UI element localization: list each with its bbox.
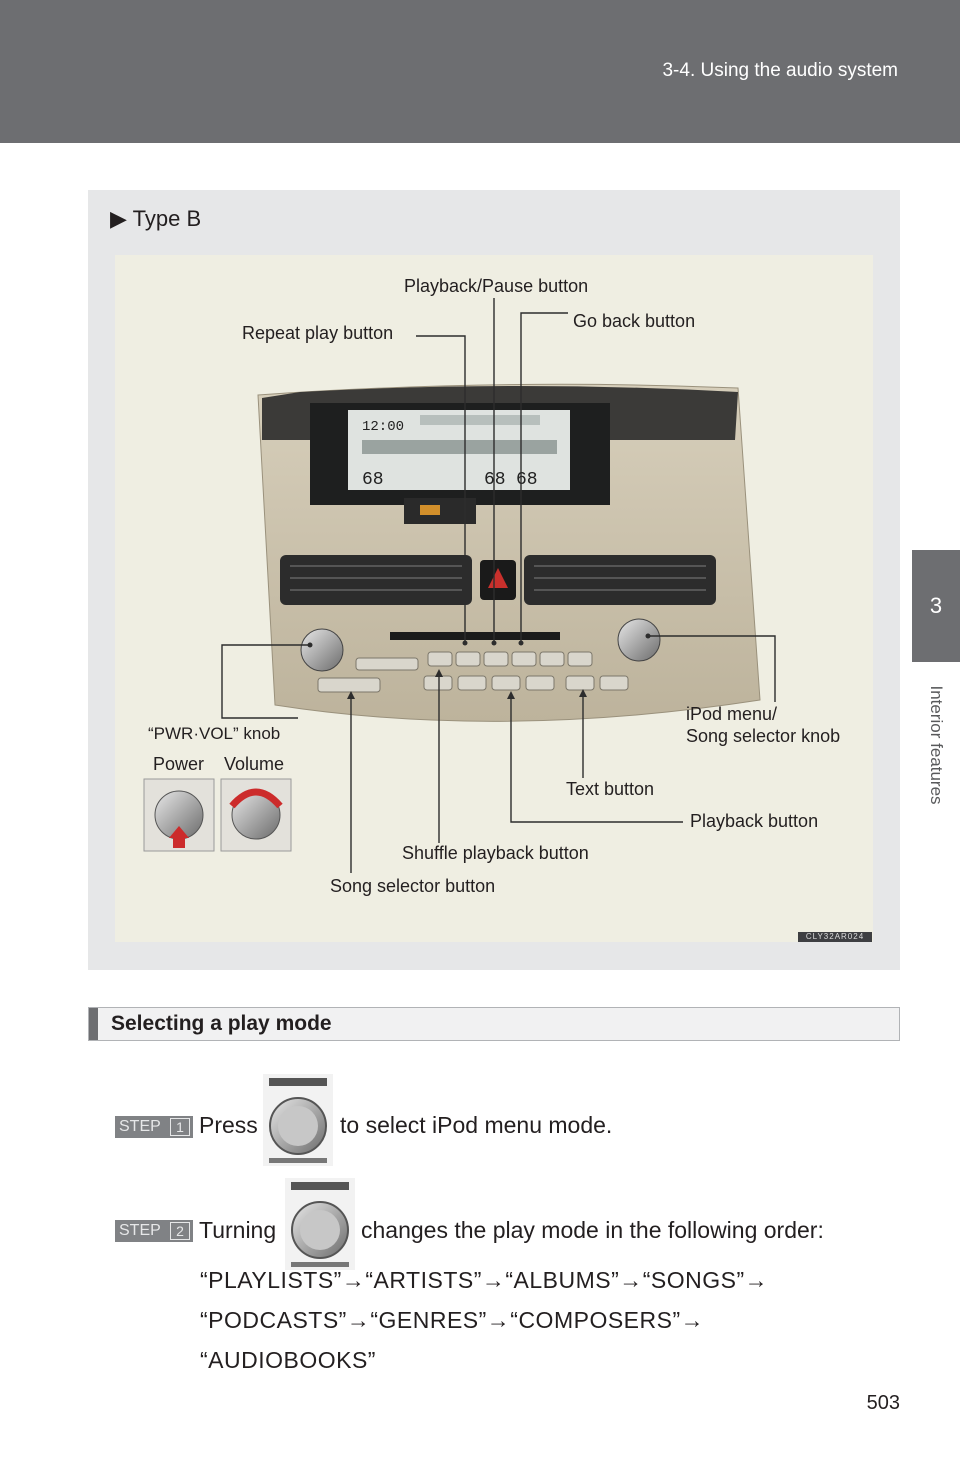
step-2-text-after: changes the play mode in the following o… (361, 1217, 824, 1243)
callout-power: Power (153, 754, 205, 774)
step-1-label: STEP (119, 1118, 161, 1135)
callout-ipod-menu-line2: Song selector knob (686, 725, 841, 746)
play-mode-order-line-3: “AUDIOBOOKS” (200, 1347, 376, 1373)
tune-scroll-knob-icon (263, 1074, 333, 1166)
step-1-badge: STEP 1 (115, 1116, 193, 1138)
audio-panel-illustration (115, 255, 873, 942)
callout-shuffle-playback: Shuffle playback button (402, 843, 589, 863)
step-1-text-before: Press (199, 1112, 258, 1138)
header-bar: 3-4. Using the audio system (0, 0, 960, 143)
figure-code: CLY32AR024 (798, 932, 872, 942)
play-mode-order-line-1: “PLAYLISTS”→“ARTISTS”→“ALBUMS”→“SONGS”→ (200, 1267, 769, 1293)
callout-go-back: Go back button (573, 311, 696, 331)
triangle-bullet-icon: ▶ (110, 206, 127, 231)
section-heading-marker (89, 1008, 98, 1040)
chapter-tab: 3 (912, 550, 960, 662)
callout-playback-button: Playback button (690, 811, 819, 831)
page-number: 503 (866, 1392, 900, 1414)
play-mode-order-line-2: “PODCASTS”→“GENRES”→“COMPOSERS”→ (200, 1307, 705, 1333)
section-title: Selecting a play mode (111, 1012, 332, 1035)
step-1-number: 1 (170, 1118, 190, 1136)
section-header-title: 3-4. Using the audio system (662, 60, 898, 81)
callout-ipod-menu-line1: iPod menu/ (686, 704, 778, 724)
step-2-badge: STEP 2 (115, 1220, 193, 1242)
callout-playback-pause: Playback/Pause button (404, 276, 589, 296)
chapter-label: Interior features (927, 685, 946, 805)
step-1-text-after: to select iPod menu mode. (340, 1112, 613, 1138)
type-label-text: Type B (132, 206, 202, 231)
type-label: ▶ Type B (110, 206, 201, 232)
step-2-text-before: Turning (199, 1217, 277, 1243)
tune-scroll-knob-icon (285, 1178, 355, 1270)
callout-text-button: Text button (566, 779, 655, 799)
callout-song-selector: Song selector button (330, 876, 496, 896)
callout-pwr-vol-knob: “PWR·VOL” knob (148, 724, 281, 743)
callout-volume: Volume (224, 754, 285, 774)
step-2-number: 2 (170, 1222, 190, 1240)
callout-ipod-menu: iPod menu/ Song selector knob (686, 704, 840, 748)
step-2-label: STEP (119, 1222, 161, 1239)
section-heading: Selecting a play mode (88, 1007, 900, 1041)
callout-repeat-play: Repeat play button (242, 323, 394, 343)
